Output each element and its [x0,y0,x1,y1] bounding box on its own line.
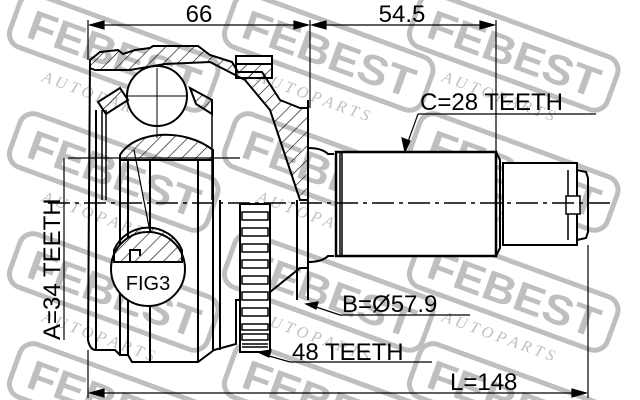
dim-spline-a: A=34 TEETH [39,198,66,340]
bell-section-top [89,45,309,201]
dim-total-length: L=148 [450,369,517,396]
dimension-lines [63,20,596,398]
joint-body [48,45,612,363]
dim-joint-length: 66 [186,1,213,28]
splined-shaft [334,150,498,258]
fig3-label: FIG3 [126,273,170,295]
dim-abs-ring-teeth: 48 TEETH [292,339,404,366]
dimension-labels: 66 54.5 C=28 TEETH A=34 TEETH B=Ø57.9 48… [39,1,563,396]
inner-race-top [119,133,214,161]
dim-diameter-b: B=Ø57.9 [342,291,437,318]
dim-shaft-length: 54.5 [379,1,426,28]
shaft-end [502,162,578,246]
bell-outline [86,59,308,363]
dim-spline-c: C=28 TEETH [420,89,563,116]
abs-ring-teeth [241,211,269,348]
